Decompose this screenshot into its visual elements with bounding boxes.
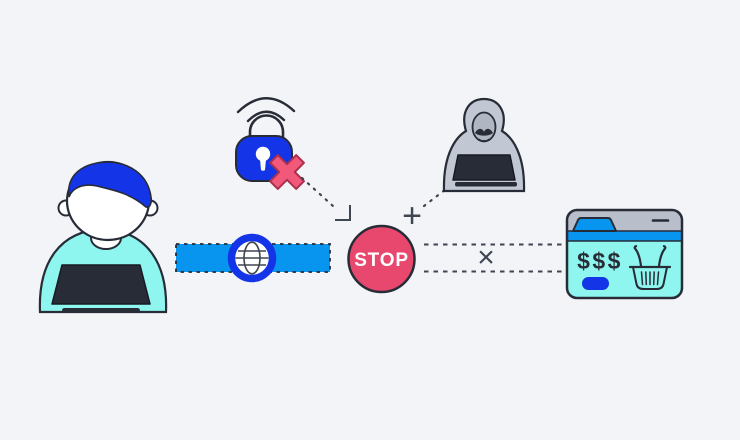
dashed-line-lock	[300, 176, 335, 208]
person-at-laptop-icon	[38, 160, 168, 314]
globe-icon	[227, 233, 277, 283]
hacker-face	[471, 111, 497, 143]
shop-address-stripe	[567, 231, 682, 241]
hacker-mustache	[475, 128, 493, 136]
dashed-line-hacker	[422, 184, 452, 208]
stop-sign-icon: STOP	[347, 224, 416, 294]
user-laptop-screen	[51, 264, 151, 305]
corner-arrow-icon	[335, 205, 351, 221]
user-laptop-base	[62, 308, 140, 313]
wifi-arc-outer	[236, 97, 296, 114]
basket-body	[632, 266, 668, 290]
basket-handle-right	[657, 245, 667, 268]
stop-circle	[347, 224, 416, 294]
pay-button	[582, 277, 609, 290]
keyhole-stem	[260, 159, 266, 171]
blocked-path-group: ×	[424, 241, 562, 274]
hacker-chin-line	[477, 138, 491, 142]
basket-slats	[640, 271, 660, 286]
user-hair	[67, 161, 153, 208]
hacker-laptop-base	[455, 182, 517, 187]
price-label: $$$	[577, 248, 623, 274]
secure-connection-group	[235, 97, 305, 190]
shopping-basket-icon	[628, 245, 672, 290]
shop-card-border	[565, 208, 684, 300]
globe-lines	[235, 241, 269, 275]
hacker-laptop-screen	[452, 154, 516, 181]
plus-symbol: +	[402, 197, 422, 235]
stop-label: STOP	[354, 250, 409, 271]
basket-handle-left	[633, 245, 643, 268]
shop-window-icon: $$$	[565, 208, 684, 300]
wifi-arc-inner	[246, 110, 286, 123]
hooded-hacker-icon	[442, 97, 526, 193]
dashed-path-from-lock	[300, 176, 351, 221]
wifi-signal-icon	[236, 97, 296, 123]
cross-symbol: ×	[477, 241, 495, 274]
connection-bar-group	[175, 233, 331, 283]
x-mark-icon	[269, 154, 305, 190]
shop-tab	[572, 217, 617, 232]
x-mark-shape	[269, 154, 305, 190]
keyhole-circle	[255, 146, 271, 162]
padlock-shackle	[248, 114, 285, 141]
dashed-path-from-hacker: +	[402, 184, 452, 235]
